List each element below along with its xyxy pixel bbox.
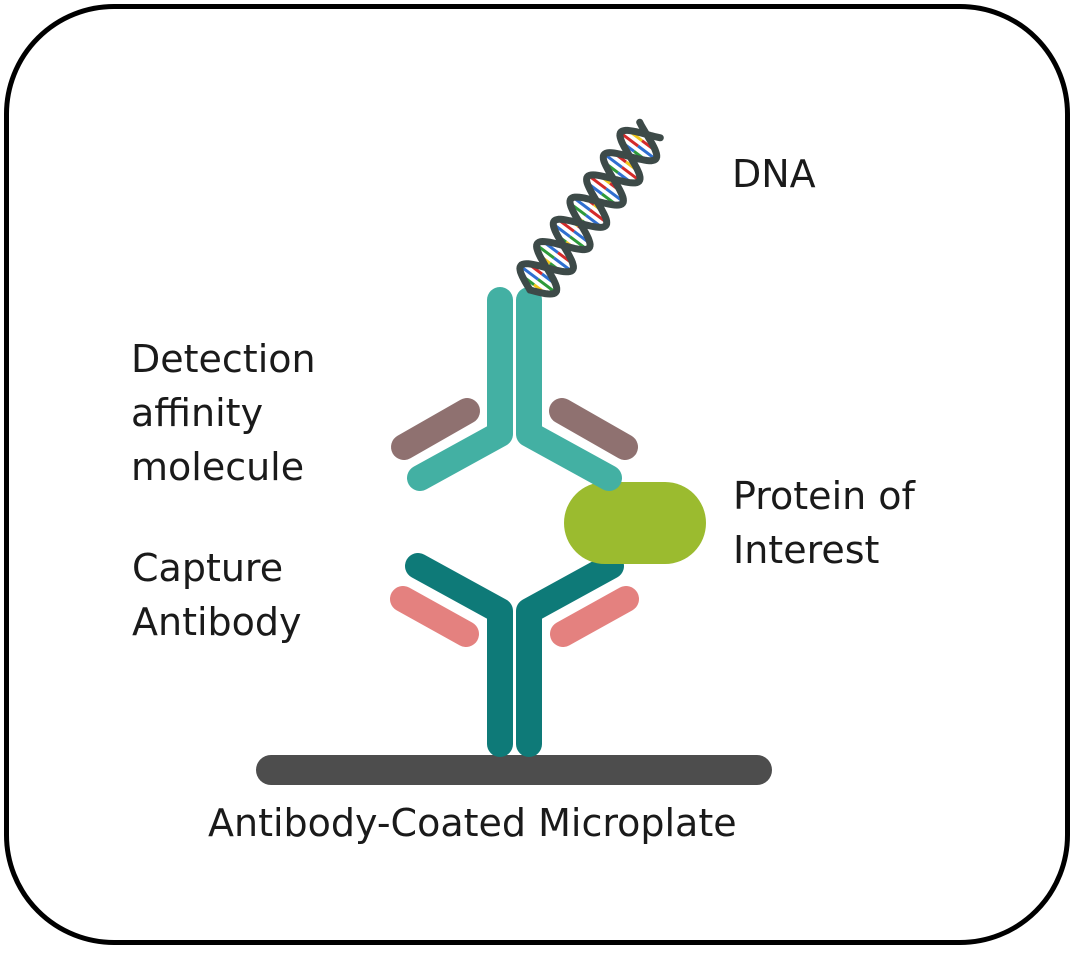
- microplate-label: Antibody-Coated Microplate: [208, 796, 737, 850]
- protein-label-line-2: Interest: [733, 528, 880, 572]
- capture-label-line-2: Antibody: [132, 600, 302, 644]
- capture-light-chain-left: [390, 586, 479, 647]
- detection-heavy-chain-left: [407, 287, 513, 491]
- protein-of-interest: [564, 482, 706, 564]
- detection-label-line-2: affinity: [131, 391, 264, 435]
- detection-heavy-chain-right: [516, 287, 622, 491]
- microplate-label-text: Antibody-Coated Microplate: [208, 801, 737, 845]
- detection-label: Detection affinity molecule: [131, 332, 316, 494]
- detection-light-chain-left: [391, 398, 480, 460]
- dna-label: DNA: [732, 147, 816, 201]
- capture-heavy-chain-left: [405, 553, 513, 757]
- detection-label-line-1: Detection: [131, 337, 316, 381]
- capture-label: Capture Antibody: [132, 541, 302, 649]
- dna-label-text: DNA: [732, 152, 816, 196]
- protein-label: Protein of Interest: [733, 469, 915, 577]
- detection-label-line-3: molecule: [131, 445, 305, 489]
- detection-light-chain-right: [549, 398, 638, 460]
- capture-label-line-1: Capture: [132, 546, 284, 590]
- capture-light-chain-right: [550, 586, 639, 647]
- protein-label-line-1: Protein of: [733, 474, 915, 518]
- dna-backbone-strand-2: [516, 126, 664, 294]
- diagram-frame: [4, 4, 1070, 945]
- detection-antibody: [391, 287, 638, 491]
- dna-double-helix-icon: [516, 118, 664, 298]
- capture-antibody: [390, 553, 639, 757]
- capture-heavy-chain-right: [516, 553, 624, 757]
